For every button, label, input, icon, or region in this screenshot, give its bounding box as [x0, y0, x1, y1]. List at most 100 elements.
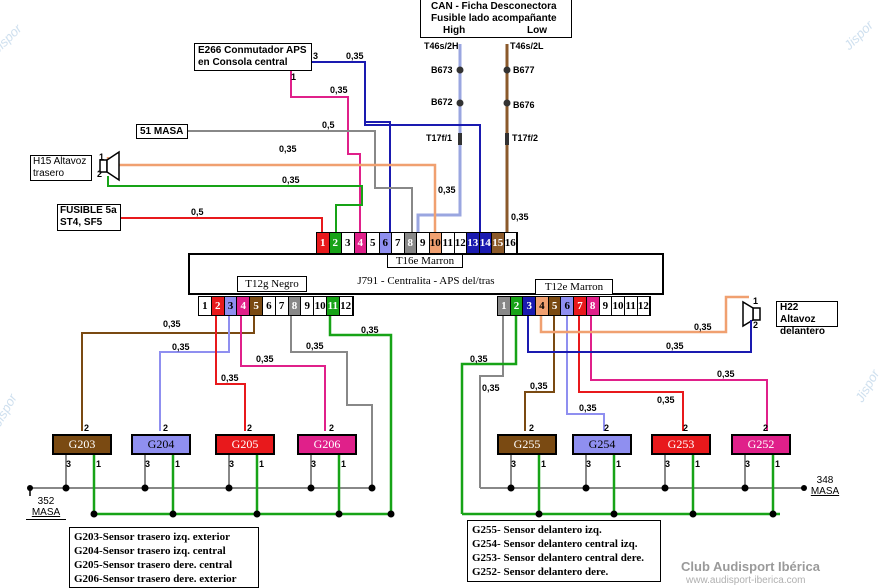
- h22-pin1: 1: [753, 296, 758, 306]
- watermark-brand-text: Club Audisport Ibérica: [681, 559, 820, 574]
- t12e-pin-4: 4: [536, 297, 549, 315]
- legend-rear-item: G204-Sensor trasero izq. central: [74, 545, 226, 557]
- t12e-pin-7: 7: [574, 297, 587, 315]
- sensor-pin-1: 1: [175, 459, 180, 469]
- wire-fusible-red: [121, 217, 323, 232]
- wire-label-g205: 0,35: [221, 373, 239, 383]
- sensor-pin-3: 3: [145, 459, 150, 469]
- fusible-box: FUSIBLE 5a ST4, SF5: [57, 204, 121, 231]
- wire-label-h15-green: 0,35: [282, 175, 300, 185]
- wire-label-rear-gray: 0,35: [306, 341, 324, 351]
- can-lines: High Low: [431, 25, 561, 37]
- can-low-connector-label: T46s/2L: [510, 41, 544, 51]
- front-sensor-drops: [507, 455, 777, 518]
- can-low-label: Low: [527, 25, 547, 36]
- junction-node: [582, 484, 590, 492]
- legend-front-item: G254- Sensor delantero central izq.: [472, 538, 638, 550]
- wire-masa51-gray: [185, 130, 413, 232]
- t12e-pin-11: 11: [624, 297, 638, 315]
- t12g-pin-8: 8: [288, 297, 302, 315]
- wire-label-g255: 0,35: [530, 381, 548, 391]
- wire-g206-pink: [240, 313, 326, 431]
- wire-front-gray: [479, 313, 504, 488]
- can-high-point-3: T17f/1: [426, 133, 452, 143]
- junction-node: [253, 510, 261, 518]
- t12e-label: T12e Marron: [535, 279, 613, 295]
- e266-pin1: 1: [291, 72, 296, 82]
- e266-line2: en Consola central: [198, 57, 288, 68]
- wire-rear-gray: [290, 313, 373, 488]
- can-low-node-2: [503, 99, 511, 107]
- e266-line1: E266 Conmutador APS: [198, 45, 307, 56]
- wire-label-g253: 0,35: [657, 395, 675, 405]
- wire-g255-brown: [524, 313, 555, 431]
- legend-rear-item: G205-Sensor trasero dere. central: [74, 559, 233, 571]
- masa352-ground-icon: [27, 485, 33, 496]
- t16e-pin-7: 7: [392, 233, 405, 253]
- speaker-h15-icon: [99, 150, 120, 182]
- can-high-connector: [458, 133, 462, 145]
- wire-e266-navy: [310, 61, 391, 232]
- h15-box: H15 Altavoz trasero: [30, 155, 92, 181]
- t12e-pin-9: 9: [599, 297, 613, 315]
- wire-front-green: [460, 313, 518, 514]
- sensor-g252: G252: [731, 434, 791, 455]
- junction-node: [741, 484, 749, 492]
- t16e-pin-9: 9: [417, 233, 430, 253]
- sensor-pin-2: 2: [247, 423, 252, 433]
- legend-rear-sensors: G203-Sensor trasero izq. exterior G204-S…: [69, 527, 259, 588]
- wire-label-h22-orange: 0,35: [694, 322, 712, 332]
- legend-front-item: G255- Sensor delantero izq.: [472, 524, 602, 536]
- sensor-pin-1: 1: [775, 459, 780, 469]
- t12e-pin-5: 5: [548, 297, 562, 315]
- t12g-pin-12: 12: [339, 297, 353, 315]
- wire-label-can-low: 0,35: [511, 212, 529, 222]
- can-high-node-1: [456, 66, 464, 74]
- t12e-pin-8: 8: [586, 297, 600, 315]
- h22-pin2: 2: [753, 320, 758, 330]
- j791-label: J791 - Centralita - APS del/tras: [357, 275, 495, 287]
- t12g-pin-7: 7: [275, 297, 289, 315]
- wire-g205-red: [215, 313, 246, 431]
- legend-rear-item: G203-Sensor trasero izq. exterior: [74, 531, 230, 543]
- t16e-pin-11: 11: [442, 233, 455, 253]
- wire-g252-pink: [590, 313, 768, 431]
- t12e-pin-1: 1: [498, 297, 511, 315]
- wire-label-h15-orange: 0,35: [279, 144, 297, 154]
- legend-front-item: G252- Sensor delantero dere.: [472, 566, 609, 578]
- fusible-line1: FUSIBLE 5a: [60, 205, 117, 216]
- wire-label-g206: 0,35: [256, 354, 274, 364]
- t12g-label: T12g Negro: [237, 276, 307, 292]
- wire-label-h22-navy: 0,35: [666, 341, 684, 351]
- junction-node: [307, 484, 315, 492]
- can-high-connector-label: T46s/2H: [424, 41, 459, 51]
- wire-g254-blue: [566, 313, 605, 431]
- sensor-pin-3: 3: [66, 459, 71, 469]
- junction-node: [535, 510, 543, 518]
- t16e-label: T16e Marron: [387, 254, 463, 268]
- can-low-connector: [505, 133, 509, 145]
- masa352-line1: 352: [37, 496, 55, 507]
- t12g-pin-2: 2: [211, 297, 225, 315]
- sensor-pin-2: 2: [683, 423, 688, 433]
- wire-rear-green: [328, 313, 393, 514]
- junction-node: [769, 510, 777, 518]
- sensor-pin-1: 1: [616, 459, 621, 469]
- t12e-pin-6: 6: [561, 297, 575, 315]
- wire-label-g203: 0,35: [163, 319, 181, 329]
- t12g-pin-11: 11: [326, 297, 340, 315]
- can-low-point-3: T17f/2: [512, 133, 538, 143]
- h22-line1: H22 Altavoz: [780, 302, 816, 325]
- t16e-pin-6: 6: [379, 233, 392, 253]
- e266-pin3: 3: [313, 51, 318, 61]
- wire-h15-green: [107, 176, 363, 232]
- sensor-pin-3: 3: [311, 459, 316, 469]
- can-high-label: High: [443, 25, 466, 36]
- t16e-pin-10: 10: [429, 233, 442, 253]
- t12e-pin-12: 12: [637, 297, 651, 315]
- wire-h22-orange: [539, 295, 749, 334]
- h15-pin1: 1: [99, 152, 104, 162]
